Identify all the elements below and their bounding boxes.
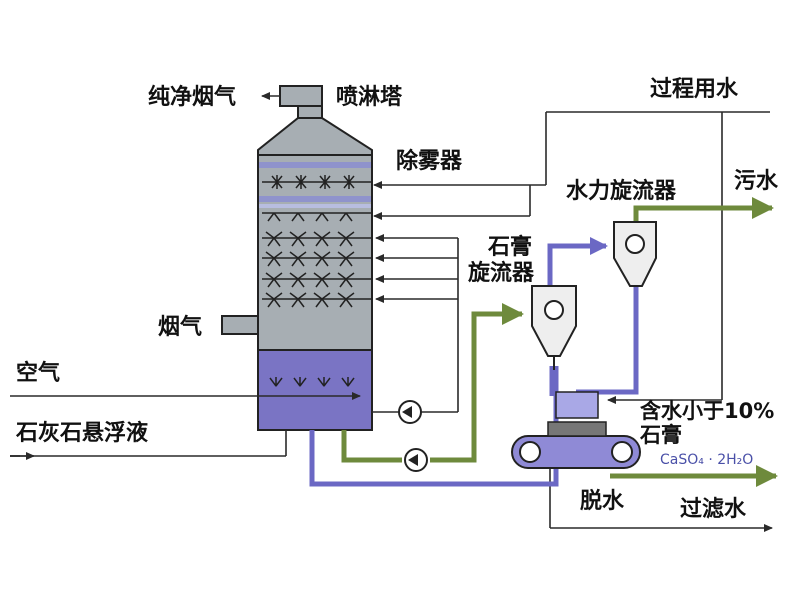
- label-wastewater: 污水: [734, 169, 779, 194]
- label-filtrate: 过滤水: [680, 497, 747, 522]
- label-mist-eliminator: 除雾器: [396, 148, 463, 174]
- label-hydrocyclone: 水力旋流器: [566, 178, 677, 204]
- label-air: 空气: [16, 360, 60, 386]
- tower-sump: [257, 349, 373, 431]
- mist-eliminator-band-1: [259, 162, 371, 168]
- spray-nozzles: [262, 175, 372, 387]
- filtrate-tank: [555, 391, 599, 419]
- label-gypsum-cyclone-1: 石膏: [487, 234, 532, 260]
- label-spray-tower: 喷淋塔: [336, 84, 403, 110]
- label-clean-flue-gas: 纯净烟气: [148, 84, 236, 110]
- label-gypsum-product-1: 含水小于10%: [640, 399, 774, 423]
- nozzle-row-4: [262, 251, 372, 267]
- process-water-lines: [10, 92, 773, 532]
- label-dewatering: 脱水: [580, 489, 625, 514]
- label-process-water: 过程用水: [650, 77, 739, 102]
- label-formula: CaSO₄ · 2H₂O: [660, 452, 753, 468]
- label-limestone-slurry: 石灰石悬浮液: [15, 420, 148, 446]
- nozzle-row-1: [262, 175, 372, 189]
- gypsum-hydrocyclone: [531, 285, 577, 370]
- flue-gas-inlet: [221, 315, 259, 335]
- label-gypsum-cyclone-2: 旋流器: [468, 260, 535, 286]
- label-gypsum-product-2: 石膏: [639, 423, 682, 447]
- tower-roof: [257, 117, 373, 157]
- nozzle-row-2: [262, 212, 372, 222]
- gypsum-pump: [404, 448, 428, 472]
- nozzle-row-5: [262, 272, 372, 288]
- nozzle-row-6: [262, 292, 372, 308]
- belt-filter: [511, 421, 641, 469]
- mist-eliminator-band-3: [259, 204, 371, 208]
- water-hydrocyclone: [613, 221, 657, 287]
- recirculation-pump: [398, 400, 422, 424]
- nozzle-row-3: [262, 231, 372, 247]
- label-flue-gas: 烟气: [158, 314, 202, 340]
- mist-eliminator-band-2: [259, 196, 371, 202]
- air-sparger: [269, 377, 355, 387]
- stack-elbow: [279, 85, 323, 107]
